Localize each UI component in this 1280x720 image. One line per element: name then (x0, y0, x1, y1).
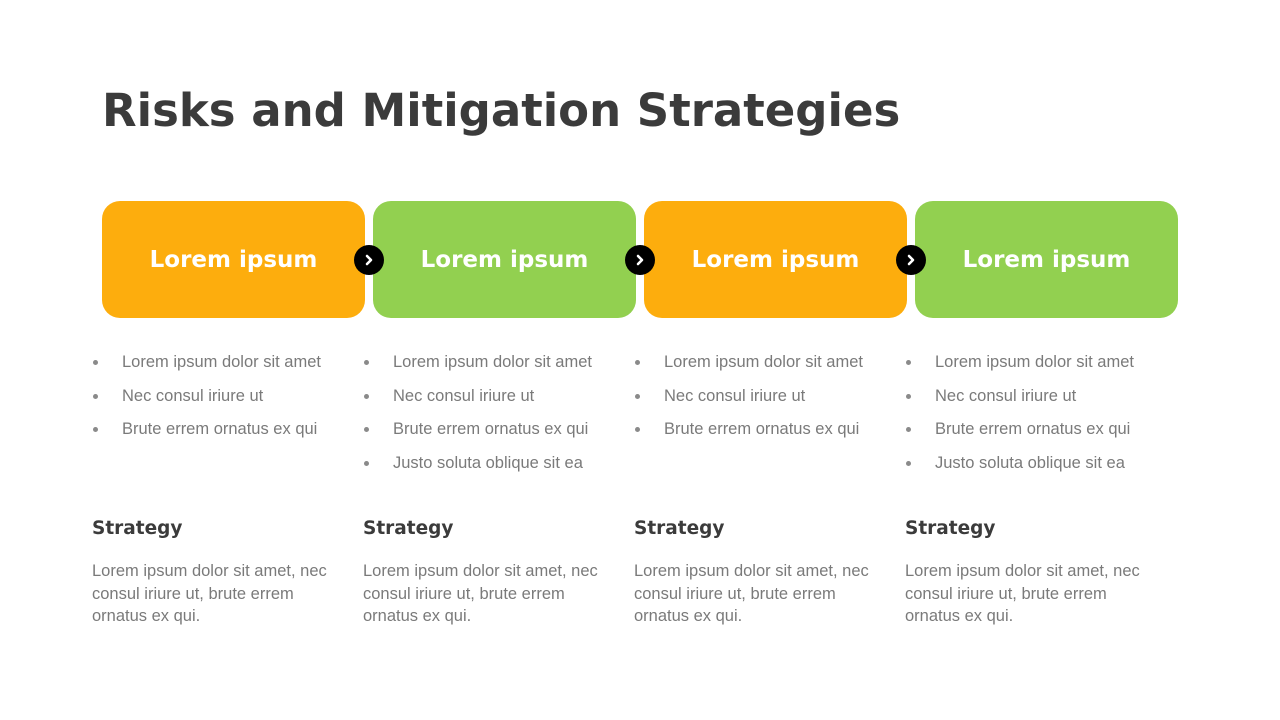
chevron-right-icon (896, 245, 926, 275)
step-label: Lorem ipsum (691, 246, 860, 273)
step-box-3: Lorem ipsum (644, 201, 907, 318)
chevron-right-icon (625, 245, 655, 275)
bullet-icon (364, 460, 369, 466)
bullet-icon (635, 393, 640, 399)
bullet-icon (93, 360, 98, 365)
list-item: Lorem ipsum dolor sit amet (634, 352, 894, 372)
bullet-icon (906, 460, 911, 466)
step-box-1: Lorem ipsum (102, 201, 365, 318)
bullet-list-3: Lorem ipsum dolor sit amet Nec consul ir… (634, 352, 894, 512)
bullet-icon (635, 427, 640, 433)
bullet-icon (364, 427, 369, 433)
strategy-title: Strategy (905, 518, 996, 539)
step-label: Lorem ipsum (420, 246, 589, 273)
bullet-icon (93, 393, 98, 399)
strategy-title: Strategy (634, 518, 725, 539)
list-item: Brute errem ornatus ex qui (363, 419, 623, 439)
bullet-icon (906, 393, 911, 399)
strategy-text: Lorem ipsum dolor sit amet, nec consul i… (634, 562, 869, 625)
bullet-icon (93, 427, 98, 433)
bullet-icon (364, 393, 369, 399)
step-box-4: Lorem ipsum (915, 201, 1178, 318)
list-item: Lorem ipsum dolor sit amet (92, 352, 352, 372)
list-item: Nec consul iriure ut (363, 386, 623, 406)
strategy-title: Strategy (363, 518, 454, 539)
strategy-text: Lorem ipsum dolor sit amet, nec consul i… (92, 562, 327, 625)
bullet-icon (906, 360, 911, 365)
list-item: Lorem ipsum dolor sit amet (363, 352, 623, 372)
list-item: Nec consul iriure ut (905, 386, 1165, 406)
bullet-list-4: Lorem ipsum dolor sit amet Nec consul ir… (905, 352, 1165, 512)
chevron-right-icon (354, 245, 384, 275)
list-item: Brute errem ornatus ex qui (905, 419, 1165, 439)
step-label: Lorem ipsum (962, 246, 1131, 273)
step-box-2: Lorem ipsum (373, 201, 636, 318)
list-item: Brute errem ornatus ex qui (92, 419, 352, 439)
strategy-title: Strategy (92, 518, 183, 539)
strategy-text: Lorem ipsum dolor sit amet, nec consul i… (363, 562, 598, 625)
bullet-icon (635, 360, 640, 365)
bullet-icon (906, 427, 911, 433)
list-item: Nec consul iriure ut (634, 386, 894, 406)
bullet-icon (364, 360, 369, 365)
list-item: Justo soluta oblique sit ea (905, 453, 1165, 473)
page-title: Risks and Mitigation Strategies (102, 84, 901, 137)
list-item: Nec consul iriure ut (92, 386, 352, 406)
strategy-text: Lorem ipsum dolor sit amet, nec consul i… (905, 562, 1140, 625)
bullet-list-1: Lorem ipsum dolor sit amet Nec consul ir… (92, 352, 352, 512)
step-label: Lorem ipsum (149, 246, 318, 273)
bullet-list-2: Lorem ipsum dolor sit amet Nec consul ir… (363, 352, 623, 512)
list-item: Justo soluta oblique sit ea (363, 453, 623, 473)
list-item: Lorem ipsum dolor sit amet (905, 352, 1165, 372)
list-item: Brute errem ornatus ex qui (634, 419, 894, 439)
